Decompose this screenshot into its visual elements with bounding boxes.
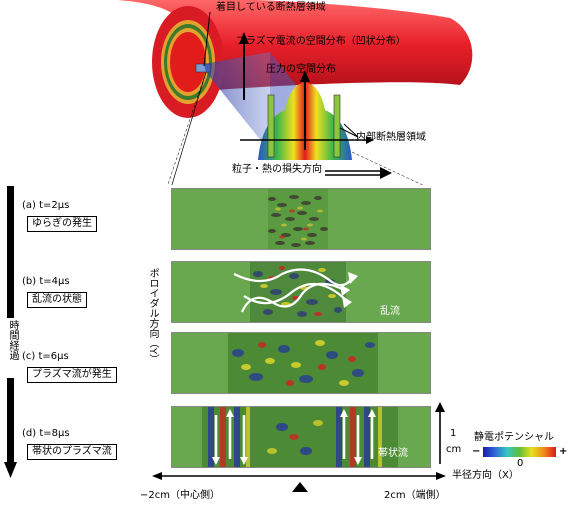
stage-d-label: 帯状のプラズマ流 [27,444,117,460]
colorbar-title: 静電ポテンシャル [474,432,554,443]
scale-unit: cm [446,444,462,455]
time-label: 時間経過 [6,318,18,378]
plasma-current-label: プラズマ電流の空間分布（凹状分布） [236,36,406,47]
colorbar-mid: 0 [517,458,524,469]
stage-d-time: (d) t=8μs [22,428,70,439]
panel-d [171,406,431,468]
stage-c-time: (c) t=6μs [22,351,69,362]
colorbar-max: + [559,446,568,457]
scale-value: 1 [450,428,457,439]
left-tick-label: −2cm（中心側） [140,490,220,501]
inner-barrier-plate-left [267,94,275,158]
loss-direction-label: 粒子・熱の損失方向 [232,164,322,175]
panel-c [171,332,431,394]
stage-a-label: ゆらぎの発生 [27,216,97,232]
right-tick-label: 2cm（端側） [384,490,446,501]
projection-beam [204,52,270,152]
stage-c-label: プラズマ流が発生 [27,367,117,383]
colorbar [483,447,556,457]
poloidal-axis-label: ポロイダル方向（Y） [147,268,158,365]
stage-a-time: (a) t=2μs [22,200,70,211]
inner-barrier-plate-right [333,94,341,158]
zonal-flow-label: 帯状流 [378,448,408,459]
turbulence-label: 乱流 [380,306,400,317]
panel-a [171,188,431,250]
pressure-label: 圧力の空間分布 [266,64,336,75]
colorbar-min: − [472,446,481,457]
panel-b [171,261,431,323]
scale-bar [435,402,445,464]
torus-illustration [118,0,473,185]
stage-b-time: (b) t=4μs [22,276,70,287]
radial-axis-label: 半径方向（X） [452,470,519,481]
radial-axis [152,472,446,492]
stage-b-label: 乱流の状態 [27,292,87,308]
inner-barrier-label: 内部断熱層領域 [356,132,426,143]
focus-region-label: 着目している断熱層領域 [216,2,326,13]
